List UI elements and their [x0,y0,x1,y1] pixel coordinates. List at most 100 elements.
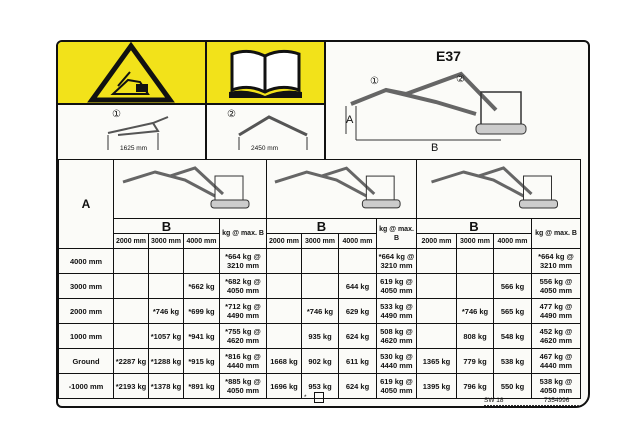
capacity-cell: *2287 kg [113,348,149,374]
capacity-cell: 953 kg [301,373,339,399]
machine-config-image [266,159,417,219]
capacity-cell: 796 kg [456,373,494,399]
label-a: A [346,114,354,126]
capacity-cell: *746 kg [148,298,184,324]
capacity-cell [416,298,457,324]
capacity-cell: *915 kg [183,348,220,374]
row-label: 2000 mm [58,298,114,324]
model-name: E37 [436,48,461,64]
max-reach-capacity: 619 kg @ 4050 mm [376,273,417,299]
max-reach-capacity: *664 kg @ 3210 mm [531,248,581,274]
capacity-cell [416,248,457,274]
manual-book-icon [229,49,302,98]
capacity-cell [266,273,302,299]
capacity-cell: 644 kg [338,273,377,299]
long-arm-diagram [238,115,308,150]
marker-2: ② [456,74,465,85]
capacity-cell: 566 kg [493,273,532,299]
capacity-cell: 548 kg [493,323,532,349]
capacity-cell [113,323,149,349]
max-reach-capacity: *816 kg @ 4440 mm [219,348,267,374]
capacity-cell: 629 kg [338,298,377,324]
capacity-cell: *662 kg [183,273,220,299]
warning-triangle-icon [87,42,175,103]
column-header: 4000 mm [493,233,532,249]
row-label: Ground [58,348,114,374]
table-row: 2000 mm*746 kg*699 kg*712 kg @ 4490 mm*7… [58,298,581,324]
reach-header: B [416,218,532,234]
capacity-cell: 550 kg [493,373,532,399]
reach-header: B [113,218,220,234]
capacity-cell [113,298,149,324]
machine-dimension-panel: E37 ① ② A B [326,42,588,159]
capacity-cell: 1668 kg [266,348,302,374]
max-reach-capacity: 530 kg @ 4440 mm [376,348,417,374]
column-header: 2000 mm [416,233,457,249]
row-label: 3000 mm [58,273,114,299]
capacity-cell: 1395 kg [416,373,457,399]
capacity-cell: *746 kg [301,298,339,324]
table-row: Ground*2287 kg*1288 kg*915 kg*816 kg @ 4… [58,348,581,374]
machine-config-image [416,159,581,219]
max-reach-header: kg @ max. B [531,218,581,249]
capacity-cell [148,248,184,274]
capacity-cell: *746 kg [456,298,494,324]
load-chart-label: ① 1625 mm ② 2450 mm E37 ① ② A B [56,40,590,408]
capacity-cell: 779 kg [456,348,494,374]
capacity-cell [301,273,339,299]
max-reach-capacity: *885 kg @ 4050 mm [219,373,267,399]
capacity-cell: 902 kg [301,348,339,374]
lift-symbol-icon [314,392,324,403]
capacity-cell: 565 kg [493,298,532,324]
max-reach-capacity: *682 kg @ 4050 mm [219,273,267,299]
capacity-cell [456,273,494,299]
footer-code: SW 18 [484,397,504,404]
part-number: 7354996 [544,397,570,404]
barcode [484,405,580,406]
warning-panel [58,42,207,105]
max-reach-header: kg @ max. B [376,218,417,249]
footer-asterisk: * [304,394,307,401]
arm-option-2: ② 2450 mm [207,105,326,159]
capacity-cell: *699 kg [183,298,220,324]
column-header: 2000 mm [113,233,149,249]
row-label: 4000 mm [58,248,114,274]
capacity-cell: 808 kg [456,323,494,349]
arm-length: 1625 mm [120,145,148,152]
arm-length: 2450 mm [251,145,279,152]
max-reach-capacity: 508 kg @ 4620 mm [376,323,417,349]
column-header: 3000 mm [301,233,339,249]
max-reach-capacity: *664 kg @ 3210 mm [219,248,267,274]
max-reach-capacity: 452 kg @ 4620 mm [531,323,581,349]
height-header: A [58,159,114,249]
capacity-cell: 624 kg [338,373,377,399]
capacity-cell: 538 kg [493,348,532,374]
column-header: 3000 mm [456,233,494,249]
capacity-cell: *1378 kg [148,373,184,399]
excavator-reach-diagram [345,71,527,141]
max-reach-capacity: 556 kg @ 4050 mm [531,273,581,299]
short-arm-diagram [107,116,169,150]
marker-1: ① [370,76,379,87]
table-row: 4000 mm *664 kg @ 3210 mm *664 kg @ 3210 m… [58,248,581,274]
capacity-cell [338,248,377,274]
machine-config-image [113,159,267,219]
manual-panel [207,42,326,105]
column-header: 4000 mm [183,233,220,249]
capacity-cell: *891 kg [183,373,220,399]
max-reach-capacity: 477 kg @ 4490 mm [531,298,581,324]
table-row: -1000 mm*2193 kg*1378 kg*891 kg*885 kg @… [58,373,581,399]
capacity-cell [266,323,302,349]
column-header: 2000 mm [266,233,302,249]
capacity-cell: *1057 kg [148,323,184,349]
capacity-cell [456,248,494,274]
max-reach-header: kg @ max. B [219,218,267,249]
max-reach-capacity: 538 kg @ 4050 mm [531,373,581,399]
reach-header: B [266,218,377,234]
capacity-cell [113,248,149,274]
capacity-cell [148,273,184,299]
